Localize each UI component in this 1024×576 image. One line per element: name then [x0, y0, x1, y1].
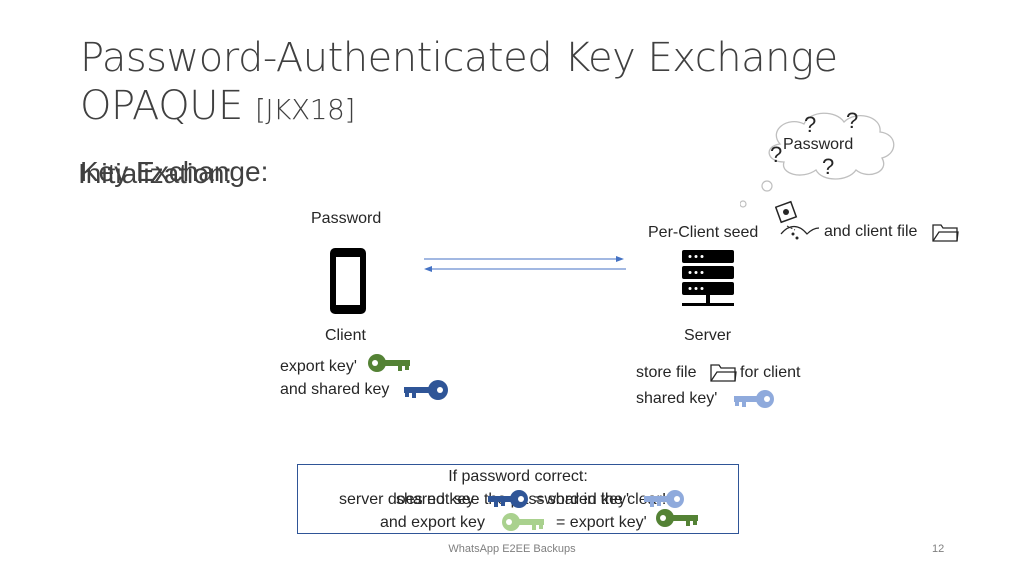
- light-blue-key-icon: [734, 390, 774, 408]
- blue-key-icon: [404, 380, 448, 400]
- server-shared-key-text: shared key': [636, 390, 718, 407]
- for-client-text: for client: [740, 364, 801, 381]
- server-icon: [682, 250, 734, 306]
- title-opaque: OPAQUE: [80, 83, 243, 129]
- subheading-initialization: Initialization:: [78, 158, 233, 189]
- result-export-key-text: and export key: [380, 514, 485, 531]
- question-mark-1: ?: [804, 112, 817, 137]
- seed-icon: [775, 200, 820, 240]
- folder-icon: [932, 224, 959, 242]
- server-label: Server: [684, 327, 732, 344]
- client-label: Client: [325, 327, 366, 344]
- store-folder-icon: [710, 364, 737, 382]
- cloud-password-label: Password: [783, 136, 854, 153]
- client-file-label: and client file: [824, 223, 918, 240]
- client-export-key-text: export key': [280, 358, 357, 375]
- subheading-key-exchange: Key Exchange:: [80, 156, 269, 187]
- thought-cloud: [740, 112, 895, 208]
- title-line-2: OPAQUE [JKX18]: [80, 82, 838, 134]
- result-light-green-key-icon: [502, 513, 544, 531]
- result-shared-key-text: shared key: [396, 491, 475, 508]
- green-key-icon: [368, 354, 410, 372]
- client-shared-key-text: and shared key: [280, 381, 390, 398]
- slide-title: Password-Authenticated Key Exchange OPAQ…: [80, 34, 838, 134]
- message-arrows: [424, 256, 626, 272]
- thought-bubble-2: [740, 200, 747, 208]
- result-line-1: If password correct:: [448, 468, 588, 485]
- store-file-text: store file: [636, 364, 697, 381]
- question-mark-2: ?: [846, 108, 859, 133]
- footer-title: WhatsApp E2EE Backups: [448, 543, 576, 555]
- result-shared-key-prime-text: = shared key': [534, 491, 630, 508]
- result-light-blue-key-icon: [644, 490, 684, 508]
- citation: [JKX18]: [254, 93, 355, 126]
- arrow-to-client: [424, 266, 432, 272]
- result-box: [297, 464, 739, 534]
- result-green-key-icon: [656, 509, 698, 527]
- result-blue-key-icon: [488, 490, 528, 508]
- result-export-key-prime-text: = export key': [556, 514, 647, 531]
- phone-icon: [330, 248, 366, 314]
- question-mark-4: ?: [822, 154, 835, 179]
- title-line-1: Password-Authenticated Key Exchange: [80, 35, 838, 81]
- thought-bubble-1: [761, 180, 773, 192]
- arrow-to-server: [616, 256, 624, 262]
- question-mark-3: ?: [770, 142, 783, 167]
- client-password-label: Password: [311, 210, 382, 227]
- page-number: 12: [932, 543, 945, 555]
- per-client-seed-label: Per-Client seed: [648, 224, 759, 241]
